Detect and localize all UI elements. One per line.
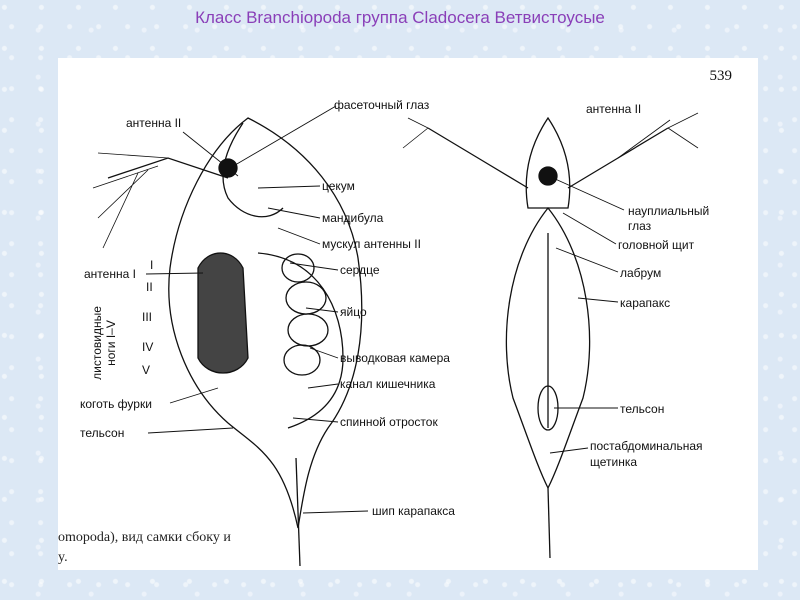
side-egg-2 <box>285 281 327 315</box>
label-leaf-legs: листовидные ноги I–V <box>90 306 118 380</box>
label-carapace-spine: шип карапакса <box>372 504 455 518</box>
label-postabdominal-seta-2: щетинка <box>590 455 638 469</box>
figure-caption: omopoda), вид самки сбоку и y. <box>58 528 298 568</box>
label-brood-chamber: выводковая камера <box>340 351 450 365</box>
page-number: 539 <box>709 68 733 84</box>
side-inner-line <box>257 252 344 429</box>
slide-title: Класс Branchiopoda группа Cladocera Ветв… <box>195 8 605 27</box>
front-antenna-setae <box>402 112 699 149</box>
label-cecum: цекум <box>322 179 355 193</box>
side-antenna-setae <box>92 152 169 249</box>
front-antenna-left <box>427 127 529 189</box>
label-leg-i: I <box>150 258 154 272</box>
label-leg-iii: III <box>142 310 153 324</box>
label-mandible: мандибула <box>322 211 384 225</box>
label-leg-ii: II <box>146 280 153 294</box>
label-furca-claw: коготь фурки <box>80 397 152 411</box>
label-antenna-i: антенна I <box>84 267 136 281</box>
label-intestine: канал кишечника <box>340 377 436 391</box>
label-antenna-ii-side: антенна II <box>126 116 182 130</box>
label-telson-side: тельсон <box>80 426 125 440</box>
label-leg-iv: IV <box>142 340 154 354</box>
side-head-outline <box>222 122 284 218</box>
label-antenna-muscle: мускул антенны II <box>322 237 421 251</box>
label-naupliar-eye-1: науплиальный <box>628 204 710 218</box>
label-heart: сердце <box>340 263 380 277</box>
label-dorsal-process: спинной отросток <box>340 415 438 429</box>
label-antenna-ii-front: антенна II <box>586 102 642 116</box>
front-spine <box>547 487 551 559</box>
label-leg-v: V <box>142 363 151 377</box>
label-egg: яйцо <box>340 305 367 319</box>
side-legs-mass <box>197 252 249 374</box>
side-egg-3 <box>287 313 329 347</box>
daphnia-drawing <box>92 105 699 567</box>
caption-line-2: y. <box>58 550 68 565</box>
side-carapace-spine <box>295 457 301 567</box>
label-compound-eye: фасеточный глаз <box>334 98 430 112</box>
side-egg-4 <box>283 344 321 376</box>
side-egg-1 <box>281 253 315 283</box>
side-antenna-ii <box>107 157 229 179</box>
label-naupliar-eye-2: глаз <box>628 219 652 233</box>
label-head-shield: головной щит <box>618 238 695 252</box>
diagram-figure: 539 антенна II фасеточный глаз цекум ман… <box>58 58 758 570</box>
front-head <box>525 116 571 209</box>
caption-line-1: omopoda), вид самки сбоку и <box>58 530 231 545</box>
label-labrum: лабрум <box>620 266 662 280</box>
label-telson-front: тельсон <box>620 402 665 416</box>
label-postabdominal-seta-1: постабдоминальная <box>590 439 703 453</box>
label-carapace: карапакс <box>620 296 671 310</box>
front-naupliar-eye <box>538 166 558 186</box>
